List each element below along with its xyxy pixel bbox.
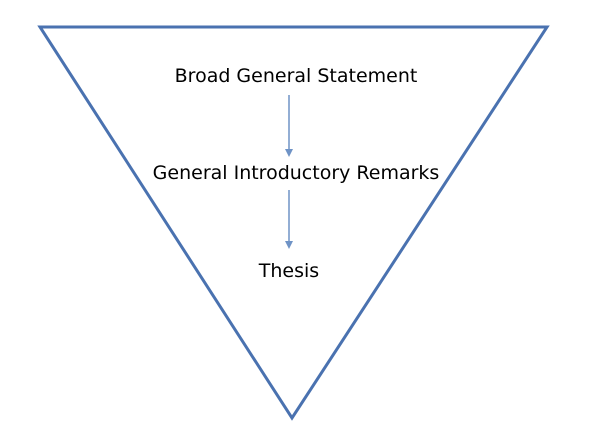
level-label-general-introductory-remarks: General Introductory Remarks (153, 162, 440, 184)
inverted-triangle (37, 25, 550, 421)
level-label-thesis: Thesis (258, 260, 319, 282)
level-label-broad-general-statement: Broad General Statement (175, 65, 418, 87)
